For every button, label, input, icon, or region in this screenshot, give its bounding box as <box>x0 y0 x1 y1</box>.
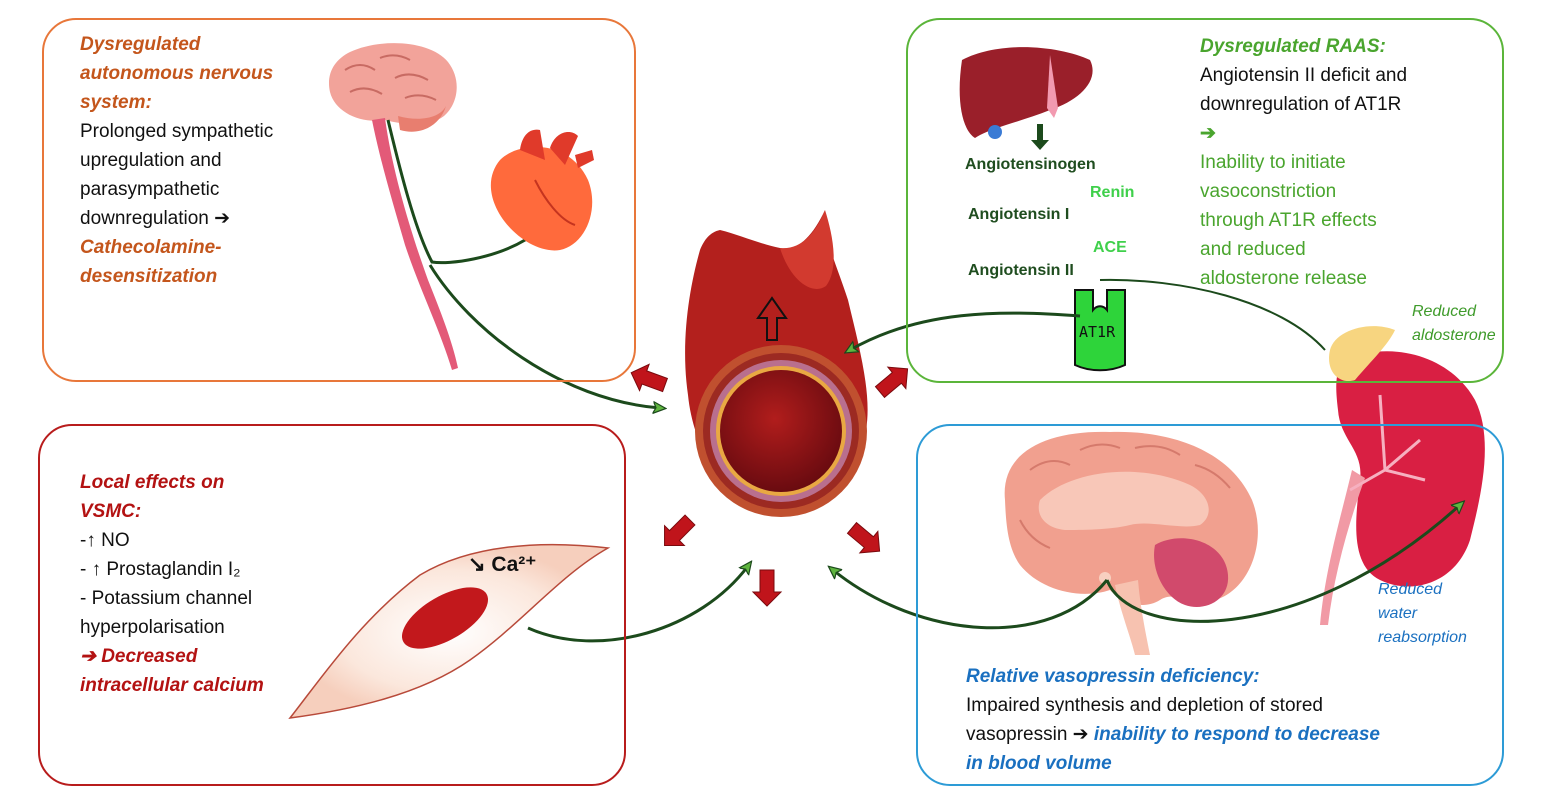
avp-heading: Relative vasopressin deficiency: <box>966 666 1260 687</box>
spinal-cord <box>372 118 458 370</box>
adrenal-gland <box>1329 326 1395 382</box>
vsmc-item: - ↑ Prostaglandin I₂ <box>80 559 241 580</box>
ans-heading-line: autonomous nervous <box>80 63 274 84</box>
raas-body-line: Angiotensin II deficit and <box>1200 65 1408 86</box>
raas-result-line: Inability to initiate <box>1200 152 1346 173</box>
vsmc-result-line: ➔ Decreased <box>80 646 198 667</box>
side-label-line: Reduced <box>1412 303 1477 320</box>
vasopressin-box <box>916 424 1504 786</box>
raas-result-line: through AT1R effects <box>1200 210 1377 231</box>
angiotensin-to-adrenal-curve <box>1099 278 1326 351</box>
vsmc-item: -↑ NO <box>80 530 130 551</box>
vsmc-result: ➔ Decreased intracellular calcium <box>80 642 264 700</box>
ans-result-line: desensitization <box>80 266 218 287</box>
ans-body-line: parasympathetic <box>80 179 220 200</box>
smooth-muscle-cell <box>288 543 611 719</box>
vsmc-heading: Local effects on VSMC: <box>80 468 264 526</box>
vsmc-box <box>38 424 626 786</box>
at1r-to-vessel-arrow <box>850 311 1081 350</box>
vsmc-heading-line: VSMC: <box>80 501 142 522</box>
at1r-label: AT1R <box>1079 323 1116 341</box>
avp-body-line: vasopressin ➔ inability to respond to de… <box>966 720 1380 749</box>
side-label-line: water <box>1378 605 1418 622</box>
ans-body-line: Prolonged sympathetic <box>80 121 274 142</box>
ans-heading: Dysregulated autonomous nervous system: <box>80 30 273 117</box>
ans-body-line: downregulation ➔ <box>80 208 231 229</box>
ans-text-block: Dysregulated autonomous nervous system: … <box>80 30 273 291</box>
ans-body-line: upregulation and <box>80 150 222 171</box>
raas-box <box>906 18 1504 383</box>
liver-illustration <box>959 47 1093 150</box>
pituitary-to-vessel-arrow <box>833 570 1109 630</box>
pituitary-to-kidney-arrow <box>1105 505 1460 623</box>
red-arrows <box>630 363 909 607</box>
ans-heading-line: Dysregulated <box>80 34 201 55</box>
ureter <box>1320 470 1365 625</box>
ans-result: Cathecolamine- desensitization <box>80 233 273 291</box>
raas-result: Inability to initiate vasoconstriction t… <box>1200 148 1407 293</box>
blood-vessel-illustration <box>685 210 868 517</box>
vsmc-result-line: intracellular calcium <box>80 675 264 696</box>
raas-result-line: vasoconstriction <box>1200 181 1337 202</box>
side-label-line: reabsorption <box>1378 629 1467 646</box>
brain-sagittal-illustration <box>1004 431 1258 655</box>
red-arrow-down <box>751 569 783 607</box>
avp-text-block: Relative vasopressin deficiency: Impaire… <box>966 662 1380 778</box>
ans-body: Prolonged sympathetic upregulation and p… <box>80 117 273 233</box>
raas-arrow-icon: ➔ <box>1200 123 1216 144</box>
vsmc-item: hyperpolarisation <box>80 617 225 638</box>
raas-result-line: and reduced <box>1200 239 1306 260</box>
ans-heading-line: system: <box>80 92 152 113</box>
cell-to-vessel-arrow <box>527 566 748 643</box>
avp-body-plain: vasopressin ➔ <box>966 724 1094 745</box>
vsmc-heading-line: Local effects on <box>80 472 225 493</box>
vessel-lumen <box>720 370 842 492</box>
reduced-aldosterone-label: Reduced aldosterone <box>1412 300 1496 348</box>
raas-heading: Dysregulated RAAS: <box>1200 36 1386 57</box>
red-arrow-upper-left <box>630 363 669 393</box>
side-label-line: Reduced <box>1378 581 1443 598</box>
ans-result-line: Cathecolamine- <box>80 237 222 258</box>
avp-body-emphasis: in blood volume <box>966 753 1112 774</box>
calcium-label: ↘ Ca²⁺ <box>468 553 537 576</box>
red-arrow-upper-right <box>874 366 909 399</box>
raas-text-block: Dysregulated RAAS: Angiotensin II defici… <box>1200 32 1407 293</box>
brain-illustration <box>328 43 457 132</box>
vsmc-text-block: Local effects on VSMC: -↑ NO - ↑ Prostag… <box>80 468 264 700</box>
cell-nucleus <box>402 587 488 649</box>
raas-result-line: aldosterone release <box>1200 268 1367 289</box>
at1r-receptor-icon <box>1074 289 1126 372</box>
raas-body-line: downregulation of AT1R <box>1200 94 1402 115</box>
avp-body-line: Impaired synthesis and depletion of stor… <box>966 695 1323 716</box>
angiotensin-2-label: Angiotensin II <box>968 262 1074 279</box>
vsmc-item: - Potassium channel <box>80 588 253 609</box>
heart-illustration <box>490 129 594 251</box>
avp-body-emphasis: inability to respond to decrease <box>1093 724 1380 745</box>
angiotensinogen-label: Angiotensinogen <box>965 156 1096 173</box>
vessel-tip <box>780 210 834 289</box>
ans-box <box>42 18 636 382</box>
angiotensin-1-label: Angiotensin I <box>968 206 1070 223</box>
arrow-up-outline <box>756 296 788 341</box>
reduced-water-reabsorption-label: Reduced water reabsorption <box>1378 578 1467 650</box>
renin-label: Renin <box>1090 184 1135 201</box>
kidney-illustration <box>1320 326 1485 625</box>
side-label-line: aldosterone <box>1412 327 1496 344</box>
nerve-to-vessel-arrow <box>428 264 660 408</box>
red-arrow-lower-right <box>846 521 881 554</box>
red-arrow-lower-left <box>664 514 696 546</box>
ace-label: ACE <box>1093 239 1127 256</box>
